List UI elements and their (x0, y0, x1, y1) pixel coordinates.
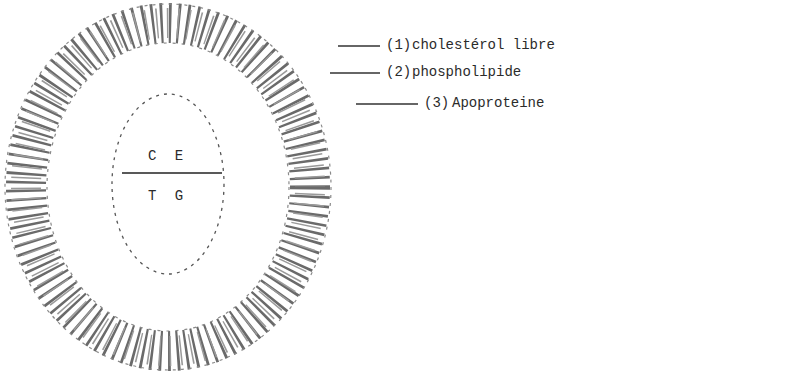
particle-outline (5, 4, 331, 370)
callout-number: (1) (386, 37, 411, 54)
part-name: cholestérol libre (412, 37, 555, 54)
core-lipid-label: C E (110, 148, 226, 165)
leader-line (330, 72, 380, 73)
phospholipid-ring (26, 23, 310, 351)
ring-inner-outline (47, 43, 289, 331)
phospholipid-ring (26, 23, 310, 351)
leader-line (356, 103, 418, 104)
core-outline (110, 92, 226, 276)
core-circle: C E T G (110, 92, 226, 276)
leader-line (338, 45, 380, 46)
callout-number: (3) (424, 95, 449, 112)
part-name: phospholipide (412, 64, 521, 81)
core-lipid-label: T G (110, 188, 226, 205)
callout-number: (2) (386, 64, 411, 81)
part-name: Apoproteine (452, 95, 544, 112)
